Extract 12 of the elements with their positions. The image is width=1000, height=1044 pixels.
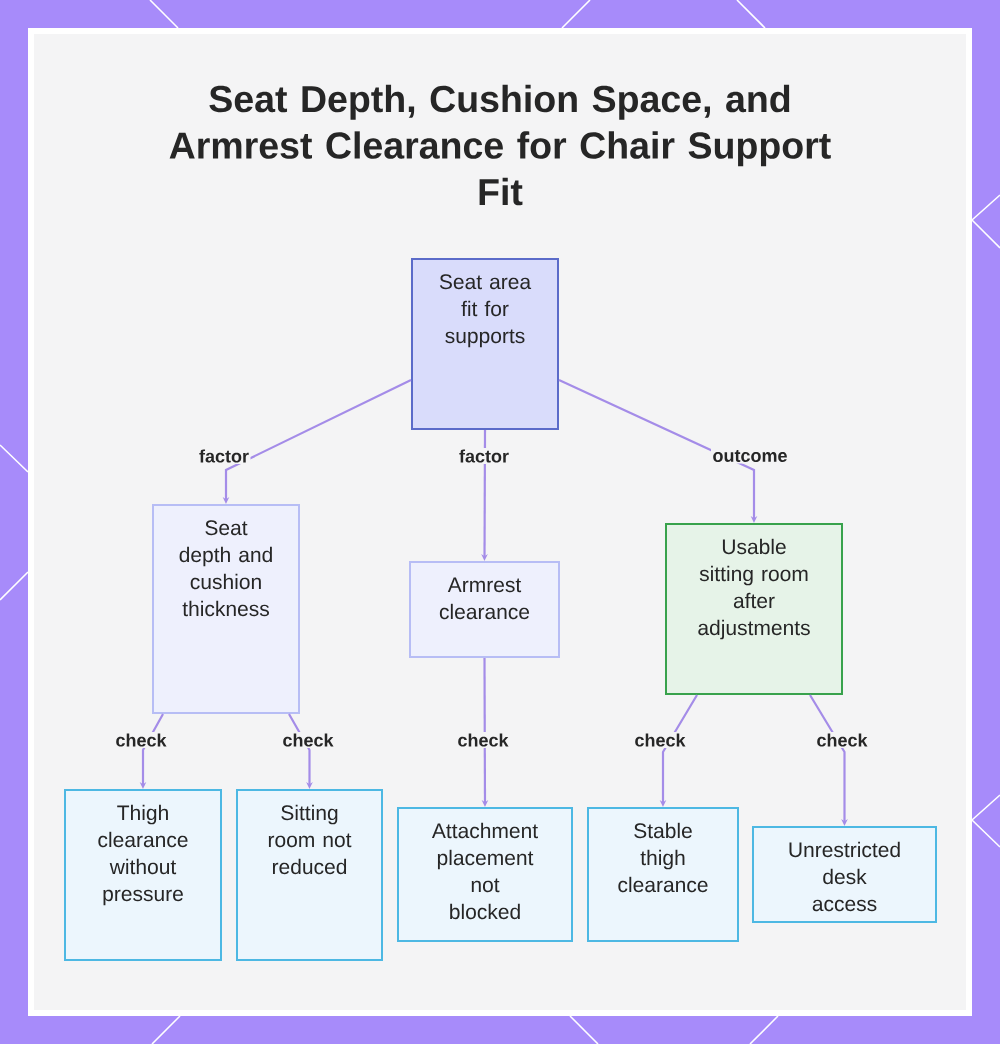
leaf-box: Unrestricted desk access: [752, 826, 937, 923]
outcome-box: Usable sitting room after adjustments: [665, 523, 843, 695]
arrow: [558, 379, 758, 523]
arrow: [809, 694, 848, 826]
leaf-box: Stable thigh clearance: [587, 807, 739, 942]
branch-box: Seat depth and cushion thickness: [152, 504, 300, 714]
leaf-box: Attachment placement not blocked: [397, 807, 573, 942]
leaf-box: Thigh clearance without pressure: [64, 789, 222, 961]
title: Seat Depth, Cushion Space, and Armrest Clearance for Chair Support Fit: [169, 84, 831, 206]
leaf-box: Sitting room not reduced: [236, 789, 383, 961]
root-box: Seat area fit for supports: [411, 258, 559, 430]
branch-box: Armrest clearance: [409, 561, 560, 658]
